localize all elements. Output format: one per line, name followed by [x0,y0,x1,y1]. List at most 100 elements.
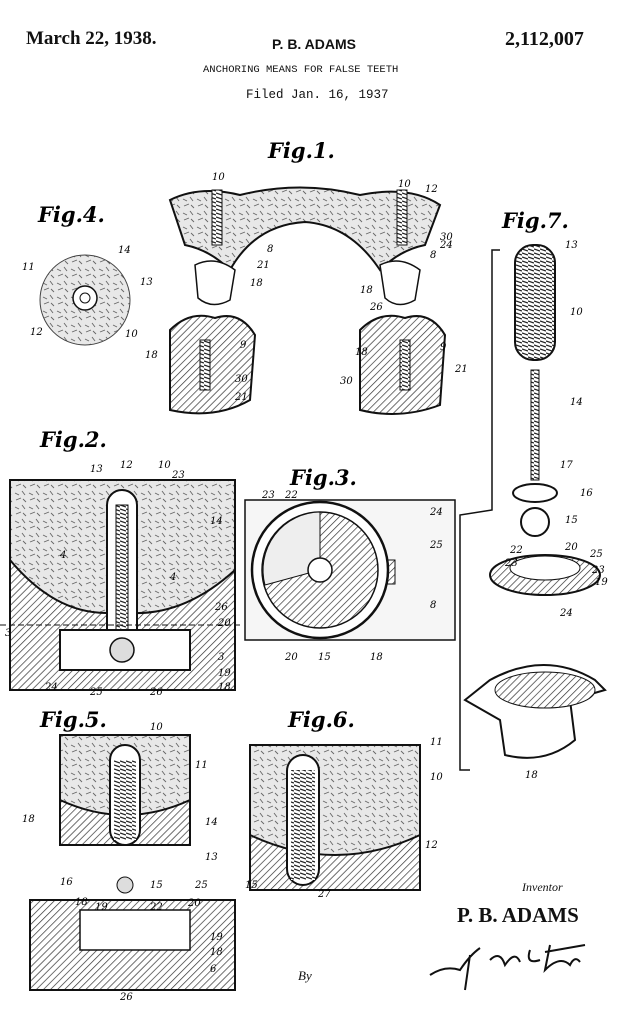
reference-numeral: 18 [22,814,35,825]
reference-numeral: 15 [318,652,331,663]
reference-numeral: 20 [564,542,578,553]
reference-numeral: 12 [425,184,438,195]
reference-numeral: 24 [559,608,573,619]
reference-numeral: 21 [454,364,468,375]
reference-numeral: 25 [429,540,443,551]
reference-numeral: 16 [60,877,73,888]
reference-numeral: 16 [580,488,593,499]
figure-6 [249,744,421,891]
reference-numeral: 10 [398,179,411,190]
reference-numeral: 10 [150,722,163,733]
reference-numeral: 8 [430,600,436,611]
figure-5 [29,734,236,991]
reference-numeral: 24 [429,507,443,518]
reference-numeral: 13 [565,240,578,251]
reference-numeral: 10 [430,772,443,783]
figure-2-label: Fig.2. [39,427,107,452]
reference-numeral: 24 [439,240,453,251]
figure-1 [168,186,447,415]
reference-numeral: 14 [570,397,583,408]
figure-4 [39,254,131,346]
figure-6-label: Fig.6. [287,707,355,732]
reference-numeral: 26 [214,602,228,613]
figure-4-label: Fig.4. [37,202,105,227]
inventor-header: P. B. ADAMS [272,36,357,52]
reference-numeral: 20 [217,618,231,629]
reference-numeral: 20 [187,898,201,909]
reference-numeral: 3 [218,652,224,663]
reference-numeral: 25 [89,687,103,698]
reference-numeral: 24 [44,682,58,693]
reference-numeral: 25 [589,549,603,560]
reference-numeral: 18 [250,278,263,289]
reference-numeral: 22 [284,490,298,501]
reference-numeral: 13 [140,277,153,288]
reference-numeral: 21 [234,392,248,403]
patent-date: March 22, 1938. [26,28,157,49]
reference-numeral: 10 [570,307,583,318]
figure-1-label: Fig.1. [267,138,335,163]
inventor-label: Inventor [522,880,563,894]
reference-numeral: 18 [370,652,383,663]
reference-numeral: 9 [440,342,447,353]
reference-numeral: 18 [145,350,158,361]
inventor-name: P. B. ADAMS [457,903,579,927]
reference-numeral: 3 [5,628,11,639]
figure-3-label: Fig.3. [289,465,357,490]
reference-numeral: 26 [149,687,163,698]
reference-numeral: 26 [119,992,133,1003]
reference-numeral: 10 [125,329,138,340]
reference-numeral: 30 [235,374,248,385]
reference-numeral: 19 [95,902,108,913]
reference-numeral: 12 [30,327,43,338]
reference-numeral: 8 [430,250,436,261]
figure-2 [0,479,240,691]
reference-numeral: 13 [205,852,218,863]
figure-7 [459,244,607,771]
reference-numeral: 18 [360,285,373,296]
patent-number: 2,112,007 [505,28,584,50]
reference-numeral: 11 [22,262,35,273]
reference-numeral: 8 [267,244,273,255]
reference-numeral: 10 [212,172,225,183]
reference-numeral: 10 [158,460,171,471]
reference-numeral: 14 [205,817,218,828]
figure-3 [244,499,456,641]
reference-numeral: 12 [425,840,438,851]
reference-numeral: 6 [210,964,217,975]
filed-date: Filed Jan. 16, 1937 [246,88,389,102]
reference-numeral: 23 [591,565,605,576]
reference-numeral: 12 [120,460,133,471]
reference-numeral: 19 [218,668,231,679]
reference-numeral: 21 [256,260,270,271]
signature [429,944,586,991]
reference-numeral: 18 [210,947,223,958]
reference-numeral: 22 [509,545,523,556]
patent-title: ANCHORING MEANS FOR FALSE TEETH [203,64,399,76]
reference-numeral: 19 [210,932,223,943]
reference-numeral: 17 [560,460,573,471]
reference-numeral: 11 [195,760,208,771]
reference-numeral: 18 [355,347,368,358]
reference-numeral: 30 [440,232,453,243]
reference-numeral: 18 [75,897,88,908]
reference-numeral: 25 [194,880,208,891]
reference-numeral: 27 [317,889,331,900]
reference-numeral: 23 [171,470,185,481]
reference-numeral: 9 [240,340,247,351]
reference-numeral: 4 [59,550,66,561]
reference-numeral: 18 [525,770,538,781]
reference-numeral: 23 [504,558,518,569]
reference-numeral: 14 [210,516,223,527]
reference-numeral: 26 [369,302,383,313]
reference-numeral: 11 [430,737,443,748]
figure-7-label: Fig.7. [501,208,569,233]
reference-numeral: 18 [218,682,231,693]
reference-numeral: 15 [245,880,258,891]
reference-numeral: 15 [565,515,578,526]
reference-numeral: 19 [595,577,608,588]
reference-numeral: 23 [261,490,275,501]
reference-numeral: 4 [169,572,176,583]
figure-5-label: Fig.5. [39,707,107,732]
